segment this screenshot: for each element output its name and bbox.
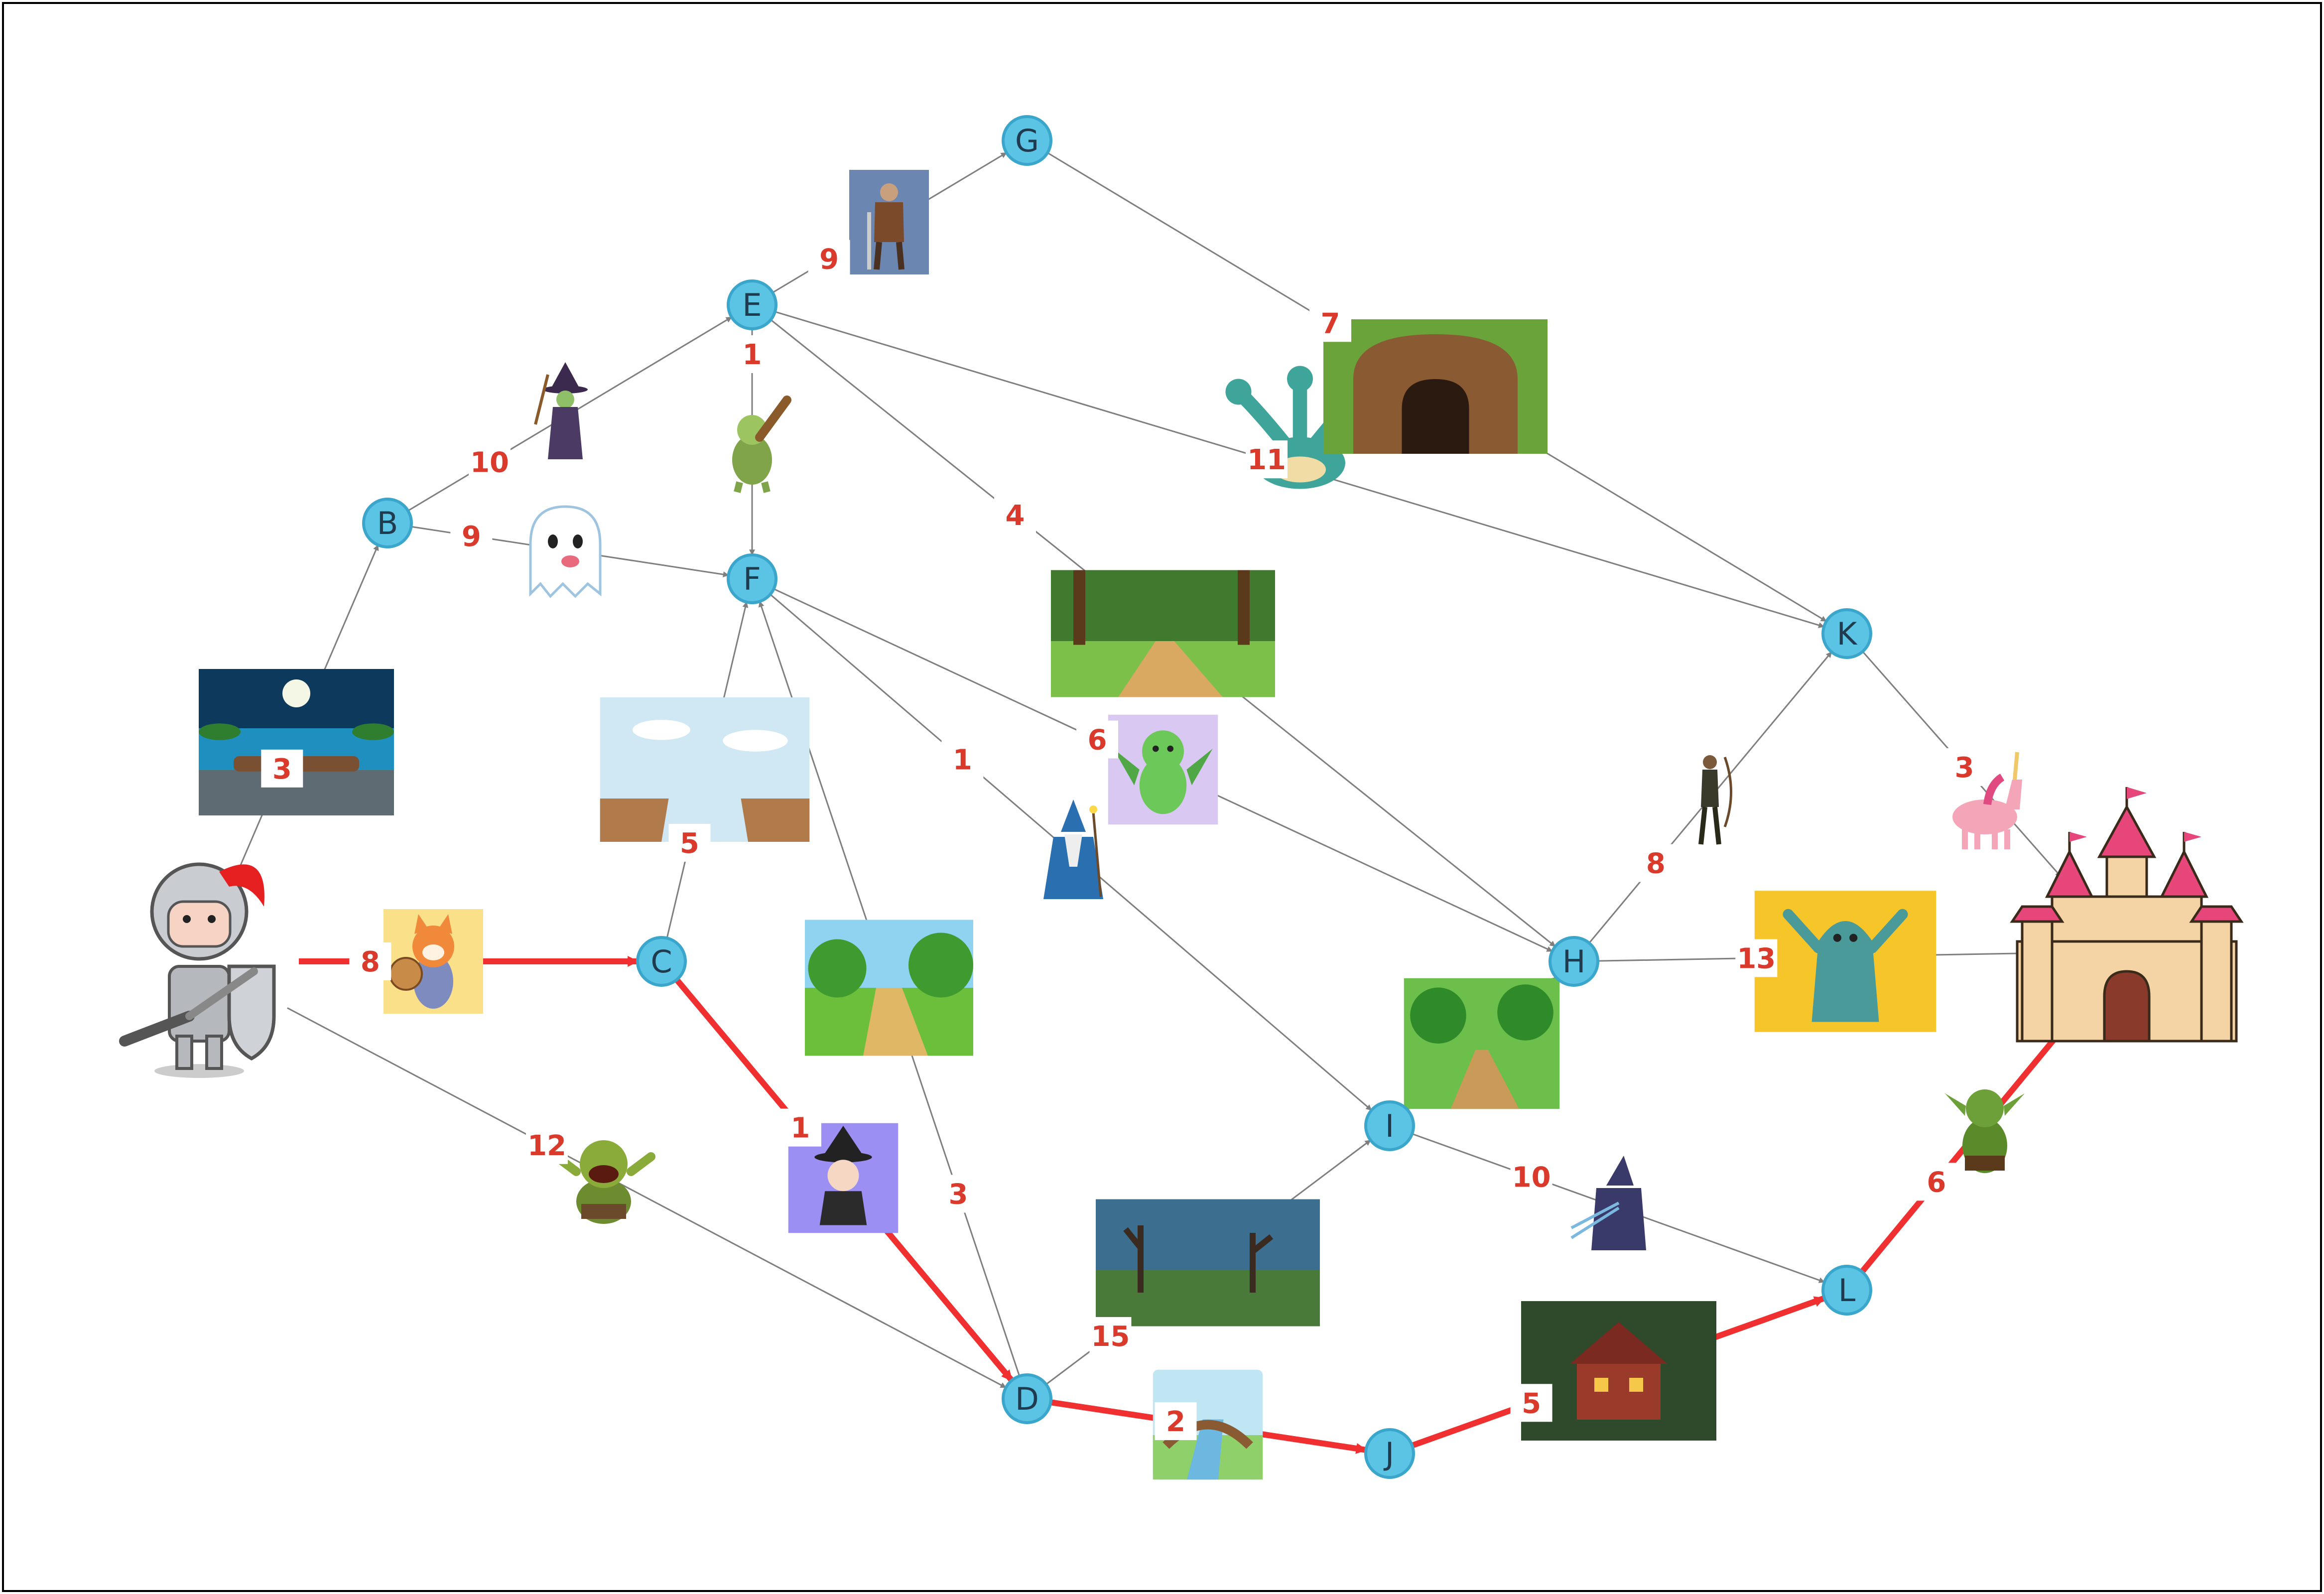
node-l: L <box>1821 1265 1872 1316</box>
edge-weight-text: 8 <box>361 946 380 978</box>
node-layer: B C D E F G H I J K L <box>119 115 2244 1479</box>
edge-weight-label: 1 <box>731 335 773 373</box>
node-d: D <box>1002 1373 1052 1424</box>
edge-weight-label: 2 <box>1155 1402 1197 1441</box>
edge-weight-label: 9 <box>450 517 493 555</box>
edge-weight-label: 6 <box>1076 720 1118 759</box>
node-label: E <box>742 287 762 323</box>
node-label: K <box>1837 616 1858 652</box>
ghost-icon <box>529 505 602 598</box>
castle-icon <box>2010 787 2244 1043</box>
edge-weight-label: 11 <box>1246 440 1288 479</box>
edge-weight-label: 3 <box>1943 748 1986 786</box>
node-c: C <box>636 936 687 987</box>
node-b: B <box>362 498 413 548</box>
edge-weight-label: 9 <box>808 240 850 278</box>
edge-weight-text: 12 <box>527 1130 566 1162</box>
node-f: F <box>727 553 777 604</box>
edge-weight-text: 5 <box>680 827 699 860</box>
edge-weight-text: 1 <box>743 339 762 371</box>
node-i: I <box>1364 1100 1415 1151</box>
node-h: H <box>1549 936 1599 987</box>
edge-weight-label: 6 <box>1915 1163 1957 1201</box>
edge-A-D <box>287 1007 1007 1388</box>
edge-weight-label: 4 <box>994 496 1036 534</box>
edge-weight-label: 3 <box>261 749 303 788</box>
node-g: G <box>1002 115 1052 166</box>
ogre-icon <box>552 1140 655 1224</box>
node-label: I <box>1385 1108 1394 1144</box>
old-wizard-icon <box>1043 799 1103 899</box>
node-label: J <box>1383 1436 1394 1472</box>
edge-weight-label: 3 <box>937 1175 979 1213</box>
edge-weight-label: 5 <box>1510 1384 1552 1422</box>
node-label: H <box>1562 943 1586 980</box>
dark-mage-icon <box>1570 1156 1646 1250</box>
edge-weight-text: 11 <box>1247 444 1286 476</box>
archer-icon <box>1698 755 1732 845</box>
edge-weight-text: 3 <box>949 1179 968 1211</box>
edge-weight-text: 2 <box>1166 1406 1185 1438</box>
edge-weight-text: 5 <box>1522 1387 1541 1420</box>
edge-weight-text: 15 <box>1091 1321 1130 1353</box>
node-label: B <box>377 505 398 541</box>
edge-weight-text: 1 <box>953 744 972 776</box>
edge-weight-text: 3 <box>1955 752 1974 784</box>
node-label: D <box>1015 1381 1039 1417</box>
edge-weight-text: 6 <box>1927 1166 1946 1198</box>
troll-club-icon <box>732 396 791 493</box>
edge-weight-label: 1 <box>941 740 984 779</box>
knight-icon <box>119 862 276 1078</box>
edge-weight-label: 8 <box>1635 844 1677 882</box>
edge-weight-text: 1 <box>790 1112 810 1145</box>
node-label: G <box>1015 123 1039 159</box>
forest-trail-icon <box>1404 978 1560 1109</box>
edge-weight-label: 10 <box>468 443 511 481</box>
edge-weight-text: 6 <box>1088 724 1107 757</box>
edge-weight-label: 12 <box>526 1126 568 1164</box>
swamp-icon <box>1096 1199 1320 1327</box>
green-dragon-icon <box>1108 714 1218 825</box>
edge-weight-text: 3 <box>272 753 292 786</box>
forest-path-icon <box>805 920 973 1056</box>
node-j: J <box>1364 1428 1415 1479</box>
icon-layer <box>199 170 2025 1480</box>
edge-weight-label: 8 <box>349 942 391 980</box>
edge-weight-label: 7 <box>1309 304 1352 342</box>
fox-warrior-icon <box>384 909 483 1014</box>
edge-weight-label: 15 <box>1089 1317 1132 1355</box>
edge-weight-text: 4 <box>1006 500 1025 532</box>
haunted-house-icon <box>1521 1301 1716 1441</box>
node-label: L <box>1838 1272 1856 1309</box>
cliff-icon <box>600 697 810 842</box>
witch-icon <box>534 362 588 459</box>
edge-weight-text: 10 <box>1512 1161 1551 1194</box>
edge-weight-label: 13 <box>1735 939 1778 977</box>
edge-weight-text: 13 <box>1737 942 1776 975</box>
node-k: K <box>1821 608 1872 659</box>
woodland-path-icon <box>1051 570 1275 697</box>
cave-icon <box>1323 319 1548 454</box>
moonlit-pond-icon <box>199 669 394 815</box>
swordsman-icon <box>849 170 929 274</box>
edge-weight-label: 5 <box>668 823 711 862</box>
wraith-icon <box>1754 891 1937 1032</box>
edge-weight-text: 9 <box>819 244 839 276</box>
edge-weight-text: 7 <box>1321 307 1340 340</box>
unicorn-icon <box>1952 752 2022 849</box>
node-label: F <box>743 561 761 597</box>
edge-weight-label: 10 <box>1510 1158 1552 1196</box>
node-label: C <box>650 943 672 980</box>
node-e: E <box>727 279 777 330</box>
goblin-icon <box>1945 1089 2025 1173</box>
edge-weight-text: 10 <box>470 446 509 479</box>
edge-weight-text: 9 <box>462 521 481 553</box>
edge-weight-label: 1 <box>779 1108 821 1147</box>
edge-weight-text: 8 <box>1646 848 1666 880</box>
